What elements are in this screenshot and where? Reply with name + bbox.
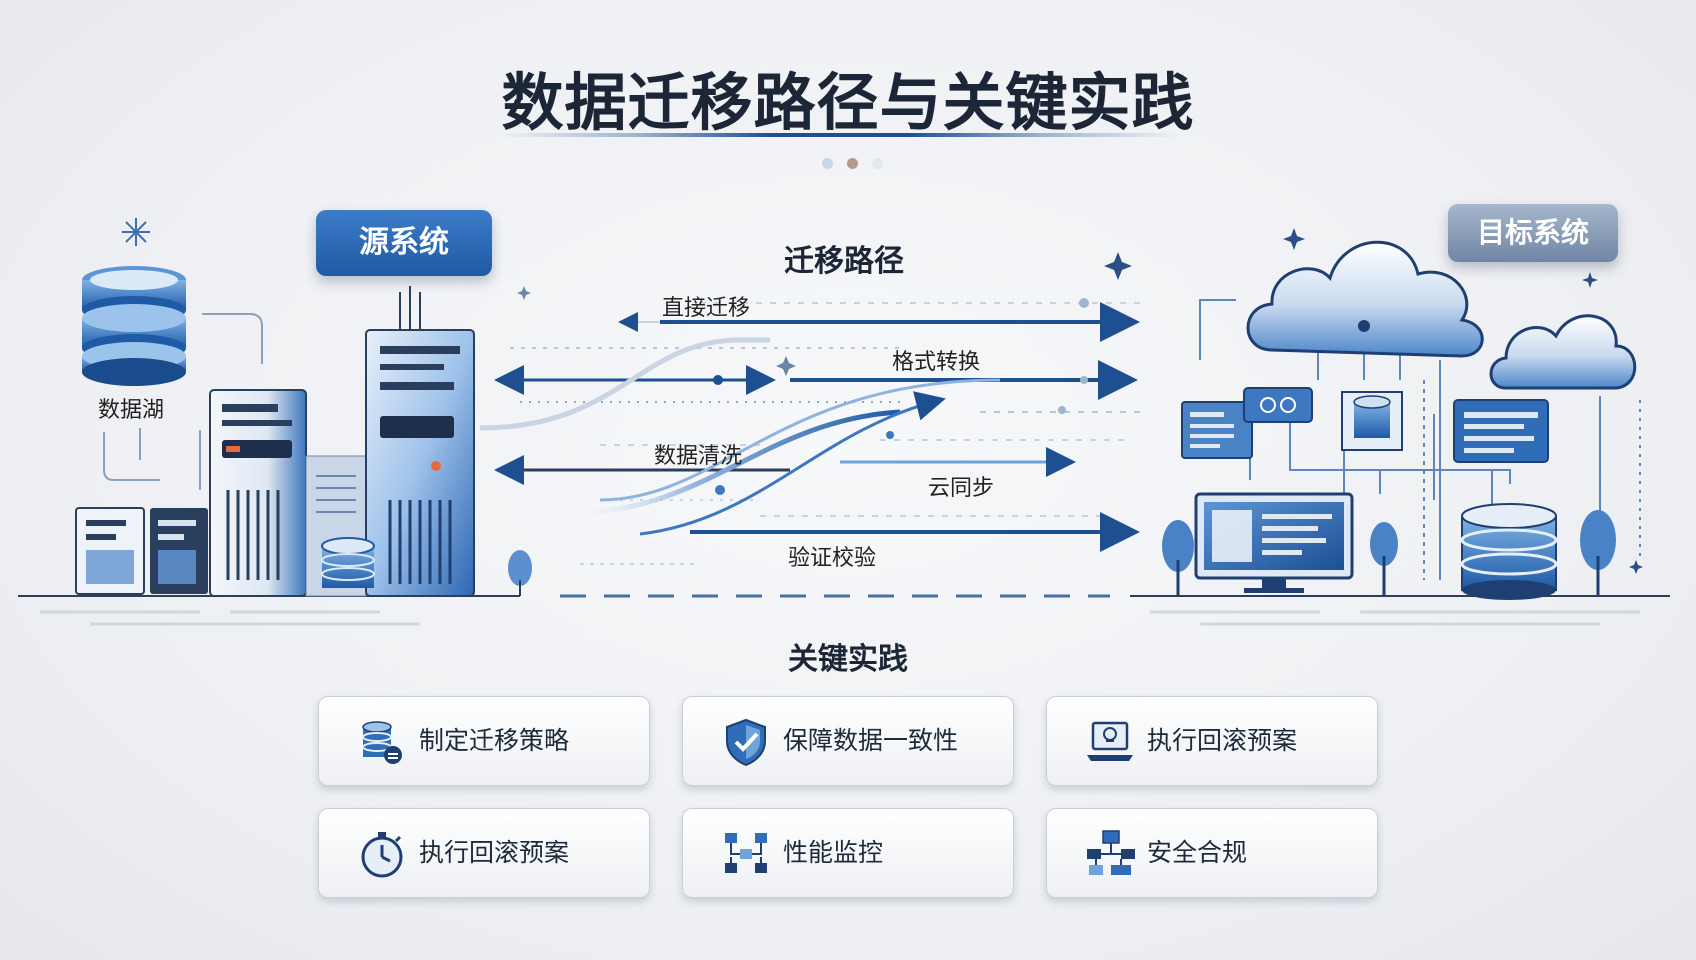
monitor-icon	[1194, 492, 1354, 593]
practice-card-compliance: 安全合规	[1046, 808, 1378, 898]
migration-flow-lines	[479, 298, 1140, 565]
hierarchy-icon	[1087, 830, 1135, 875]
practice-label: 执行回滚预案	[1147, 726, 1298, 755]
step-label-sync: 云同步	[928, 476, 995, 501]
source-system-label: 源系统	[316, 210, 492, 276]
sparkle-icon	[517, 252, 1132, 376]
network-monitor-icon	[725, 833, 767, 873]
tree-icon	[508, 550, 532, 596]
cloud-icon	[1246, 240, 1484, 358]
shield-check-icon	[726, 718, 766, 767]
practice-label: 制定迁移策略	[419, 726, 570, 755]
app-window-icon	[1181, 401, 1253, 459]
title-underline	[500, 133, 1180, 137]
step-label-verify: 验证校验	[788, 546, 877, 571]
pager-dot-active	[847, 158, 858, 169]
practice-label: 性能监控	[783, 838, 884, 867]
key-practices-heading: 关键实践	[788, 642, 908, 677]
practice-card-strategy: 制定迁移策略	[318, 696, 650, 786]
practice-label: 执行回滚预案	[419, 838, 570, 867]
laptop-icon	[1087, 721, 1133, 761]
step-label-cleanse: 数据清洗	[654, 444, 743, 469]
practice-card-rollback-timer: 执行回滚预案	[318, 808, 650, 898]
cloud-icon	[1489, 314, 1637, 390]
stopwatch-icon	[361, 832, 403, 878]
practice-label: 安全合规	[1147, 838, 1248, 867]
data-lake-icon	[82, 266, 186, 386]
sparkle-icon	[122, 218, 150, 246]
practice-card-rollback: 执行回滚预案	[1046, 696, 1378, 786]
server-tower-icon	[209, 389, 307, 597]
database-stack-icon	[1460, 503, 1558, 600]
dashboard-panel-icon	[1453, 399, 1549, 463]
tree-icon	[1162, 510, 1616, 596]
database-icon	[321, 537, 375, 588]
practice-card-monitoring: 性能监控	[682, 808, 1014, 898]
pager-dot	[872, 158, 883, 169]
step-label-format: 格式转换	[892, 350, 981, 375]
page-title: 数据迁移路径与关键实践	[501, 66, 1195, 139]
database-icon	[362, 721, 402, 764]
target-system-label: 目标系统	[1448, 204, 1618, 262]
practice-label: 保障数据一致性	[783, 726, 959, 755]
practice-card-consistency: 保障数据一致性	[682, 696, 1014, 786]
server-tower-icon	[365, 286, 475, 597]
sparkle-icon	[1283, 228, 1643, 574]
small-server-icon	[75, 507, 208, 595]
code-window-icon	[1243, 387, 1313, 423]
pager-dot	[822, 158, 833, 169]
database-icon	[1341, 391, 1403, 451]
migration-path-heading: 迁移路径	[784, 244, 904, 279]
data-lake-label: 数据湖	[98, 398, 165, 423]
step-label-direct: 直接迁移	[662, 296, 751, 321]
